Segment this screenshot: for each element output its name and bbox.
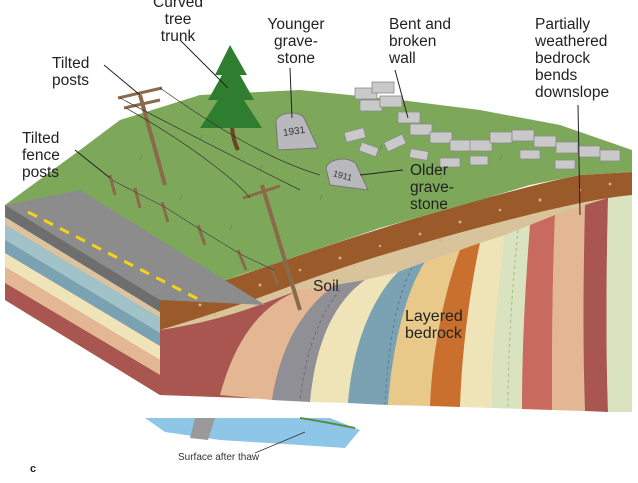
younger-gravestone-year: 1931	[282, 125, 306, 139]
bedrock-band-3	[272, 280, 365, 402]
label-older-gravestone: Older grave- stone	[410, 162, 454, 213]
pole-1-crossarm-1	[117, 86, 163, 100]
wire-2	[159, 87, 321, 176]
left-stratum-2	[5, 225, 160, 333]
front-face-bedrock	[160, 185, 632, 412]
bedrock-band-2	[220, 285, 335, 400]
stone-wall	[343, 81, 621, 170]
panel-letter: c	[30, 463, 37, 475]
bedrock-band-4	[310, 272, 398, 403]
pole-1	[138, 94, 167, 186]
bedrock-band-13	[606, 192, 632, 412]
bedrock-hatch-2	[384, 267, 413, 405]
younger-gravestone: 1931	[275, 112, 319, 151]
bedrock-band-10	[522, 215, 555, 410]
left-stratum-4	[5, 253, 160, 360]
older-gravestone-year: 1911	[332, 168, 353, 183]
road-edge	[5, 205, 160, 312]
label-bent-broken-wall: Bent and broken wall	[389, 16, 452, 67]
wire-3	[125, 107, 251, 199]
label-surface-after-thaw: Surface after thaw	[178, 452, 260, 463]
label-younger-gravestone: Younger grave- stone	[267, 16, 325, 67]
pole-2	[260, 184, 302, 311]
older-gravestone: 1911	[325, 158, 369, 191]
bedrock-band-11	[552, 205, 585, 411]
bedrock-band-9	[492, 225, 530, 409]
bedrock-band-12	[583, 198, 608, 412]
label-layered-bedrock: Layered bedrock	[405, 308, 463, 342]
inset-leader	[254, 431, 306, 454]
bedrock-band-8	[460, 235, 505, 408]
leader-partially-weathered	[577, 104, 581, 216]
leader-fence-posts	[74, 149, 111, 179]
inset-rock	[190, 418, 215, 440]
left-stratum-3	[5, 240, 160, 346]
older-gravestone-shape	[325, 158, 369, 191]
leader-tilted-posts	[103, 64, 141, 96]
left-face-strata	[5, 205, 160, 395]
label-curved-tree-trunk: Curved tree trunk	[153, 0, 203, 45]
fence-wire	[111, 179, 275, 271]
leader-curved-tree	[179, 39, 229, 89]
pole-1-crossarm-2	[123, 98, 161, 110]
bedrock-band-5	[348, 262, 425, 405]
left-stratum-6	[5, 283, 160, 395]
tree-foliage	[200, 45, 262, 128]
leader-wall	[394, 69, 409, 119]
inset-grass	[299, 417, 356, 429]
leader-younger-gravestone	[289, 67, 293, 119]
label-soil: Soil	[313, 278, 339, 295]
wire-1	[119, 97, 301, 191]
bedrock-hatch-3	[507, 229, 519, 409]
leader-lines	[74, 39, 581, 216]
road-center-stripe	[27, 210, 201, 302]
road	[5, 190, 265, 312]
soil-band	[160, 172, 632, 330]
label-tilted-posts: Tilted posts	[52, 55, 90, 89]
younger-gravestone-shape	[275, 112, 319, 151]
bedrock-band-6	[388, 250, 460, 406]
inset-surface-after-thaw	[145, 417, 360, 454]
tree-trunk	[230, 127, 240, 151]
tilted-posts	[117, 86, 321, 311]
road-surface	[5, 190, 265, 305]
soil-layer	[160, 172, 632, 330]
tree	[200, 45, 262, 151]
left-stratum-5	[5, 267, 160, 375]
pole-2-crossarm	[242, 184, 281, 200]
bedrock-hatch-1	[299, 289, 341, 401]
bedrock-band-7	[430, 243, 480, 407]
label-tilted-fence-posts: Tilted fence posts	[22, 130, 60, 181]
leader-older-gravestone	[359, 169, 404, 176]
label-partially-weathered-bedrock: Partially weathered bedrock bends downsl…	[535, 16, 610, 101]
